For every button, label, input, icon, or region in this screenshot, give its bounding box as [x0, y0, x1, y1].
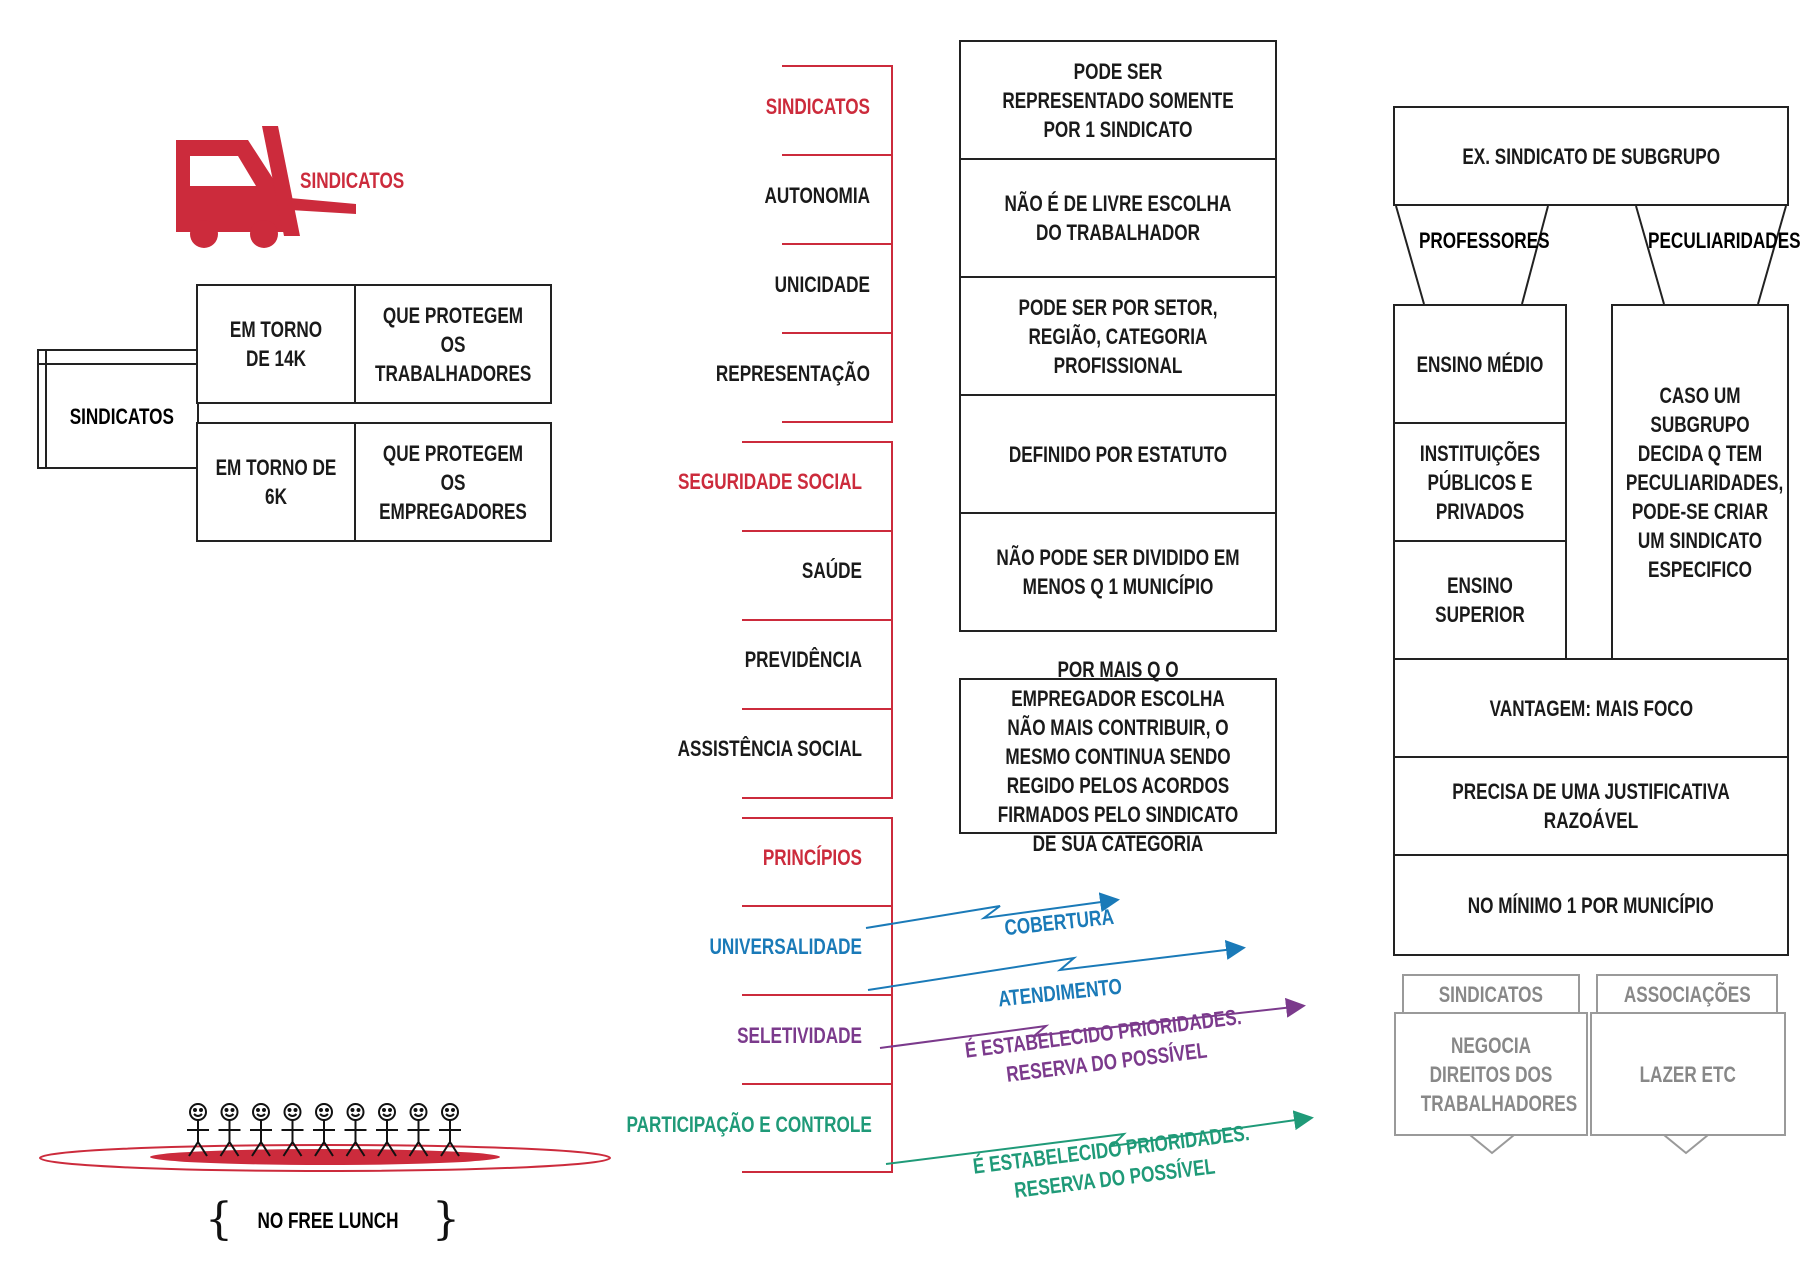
subgroup-peculiaridades-cell: CASO UM SUBGRUPO DECIDA Q TEM PECULIARID… — [1611, 304, 1789, 660]
compare-tab-sindicatos: SINDICATOS — [1402, 974, 1580, 1014]
tab-peculiaridades: PECULIARIDADES — [1648, 228, 1801, 253]
stick-figure — [376, 1103, 398, 1157]
rule-cell-4: DEFINIDO POR ESTATUTO — [959, 394, 1277, 514]
rule-cell-2: NÃO É DE LIVRE ESCOLHA DO TRABALHADOR — [959, 158, 1277, 278]
item-universalidade: UNIVERSALIDADE — [709, 934, 862, 959]
middle-brackets — [742, 65, 893, 1173]
stick-figure — [313, 1103, 335, 1157]
item-saude: SAÚDE — [801, 558, 862, 583]
rule-cell-3: PODE SER POR SETOR, REGIÃO, CATEGORIA PR… — [959, 276, 1277, 396]
left-table-title: SINDICATOS — [69, 403, 175, 429]
subgroup-minimo: NO MÍNIMO 1 POR MUNICÍPIO — [1393, 854, 1789, 956]
right-brace: } — [432, 1194, 460, 1245]
stick-figure — [218, 1103, 241, 1157]
left-row-1-size: EM TORNO DE 14K — [196, 284, 356, 404]
group-title-seguridade: SEGURIDADE SOCIAL — [677, 469, 862, 494]
stick-figure — [439, 1103, 461, 1157]
compare-tab-associacoes: ASSOCIAÇÕES — [1596, 974, 1778, 1014]
subgroup-instituicoes: INSTITUIÇÕES PÚBLICOS E PRIVADOS — [1393, 422, 1567, 542]
compare-body-sindicatos: NEGOCIA DIREITOS DOS TRABALHADORES — [1394, 1012, 1588, 1136]
item-assistencia: ASSISTÊNCIA SOCIAL — [677, 736, 862, 761]
arrow-cobertura — [865, 892, 1120, 929]
item-autonomia: AUTONOMIA — [764, 183, 870, 208]
left-row-2-who: QUE PROTEGEM OS EMPREGADORES — [354, 422, 552, 542]
group-title-sindicatos: SINDICATOS — [765, 94, 870, 119]
stick-figure — [281, 1103, 304, 1157]
stick-figure — [407, 1103, 430, 1157]
item-unicidade: UNICIDADE — [774, 272, 870, 297]
subgroup-header: EX. SINDICATO DE SUBGRUPO — [1393, 106, 1789, 206]
item-seletividade: SELETIVIDADE — [737, 1023, 862, 1048]
people-group — [187, 1103, 461, 1157]
item-participacao: PARTICIPAÇÃO E CONTROLE — [626, 1112, 872, 1137]
left-brace: { — [205, 1194, 233, 1245]
item-representacao: REPRESENTAÇÃO — [715, 361, 870, 386]
subgroup-vantagem: VANTAGEM: MAIS FOCO — [1393, 658, 1789, 758]
rule-cell-1: PODE SER REPRESENTADO SOMENTE POR 1 SIND… — [959, 40, 1277, 160]
subgroup-justificativa: PRECISA DE UMA JUSTIFICATIVA RAZOÁVEL — [1393, 756, 1789, 856]
stick-figure — [187, 1103, 209, 1157]
stick-figure — [344, 1103, 367, 1157]
tab-professores: PROFESSORES — [1418, 228, 1550, 253]
forklift-icon — [176, 126, 356, 248]
group-title-principios: PRINCÍPIOS — [762, 845, 862, 870]
subgroup-ensino-medio: ENSINO MÉDIO — [1393, 304, 1567, 424]
left-row-2-size: EM TORNO DE 6K — [196, 422, 356, 542]
truck-label: SINDICATOS — [300, 168, 405, 193]
compare-pointers — [1469, 1134, 1709, 1155]
arrow-seletividade — [879, 997, 1306, 1049]
arrow-participacao — [885, 1110, 1314, 1165]
compare-body-associacoes: LAZER ETC — [1590, 1012, 1786, 1136]
platform-shadow — [150, 1149, 500, 1165]
item-previdencia: PREVIDÊNCIA — [744, 647, 862, 672]
funnel-lines — [1395, 205, 1787, 305]
no-free-lunch: NO FREE LUNCH — [257, 1208, 399, 1233]
subgroup-ensino-superior: ENSINO SUPERIOR — [1393, 540, 1567, 660]
stick-figure — [250, 1103, 272, 1157]
rule-note: POR MAIS Q O EMPREGADOR ESCOLHA NÃO MAIS… — [959, 657, 1277, 856]
left-row-1-who: QUE PROTEGEM OS TRABALHADORES — [354, 284, 552, 404]
arrow-atendimento — [867, 939, 1246, 991]
rule-cell-5: NÃO PODE SER DIVIDIDO EM MENOS Q 1 MUNIC… — [959, 512, 1277, 632]
